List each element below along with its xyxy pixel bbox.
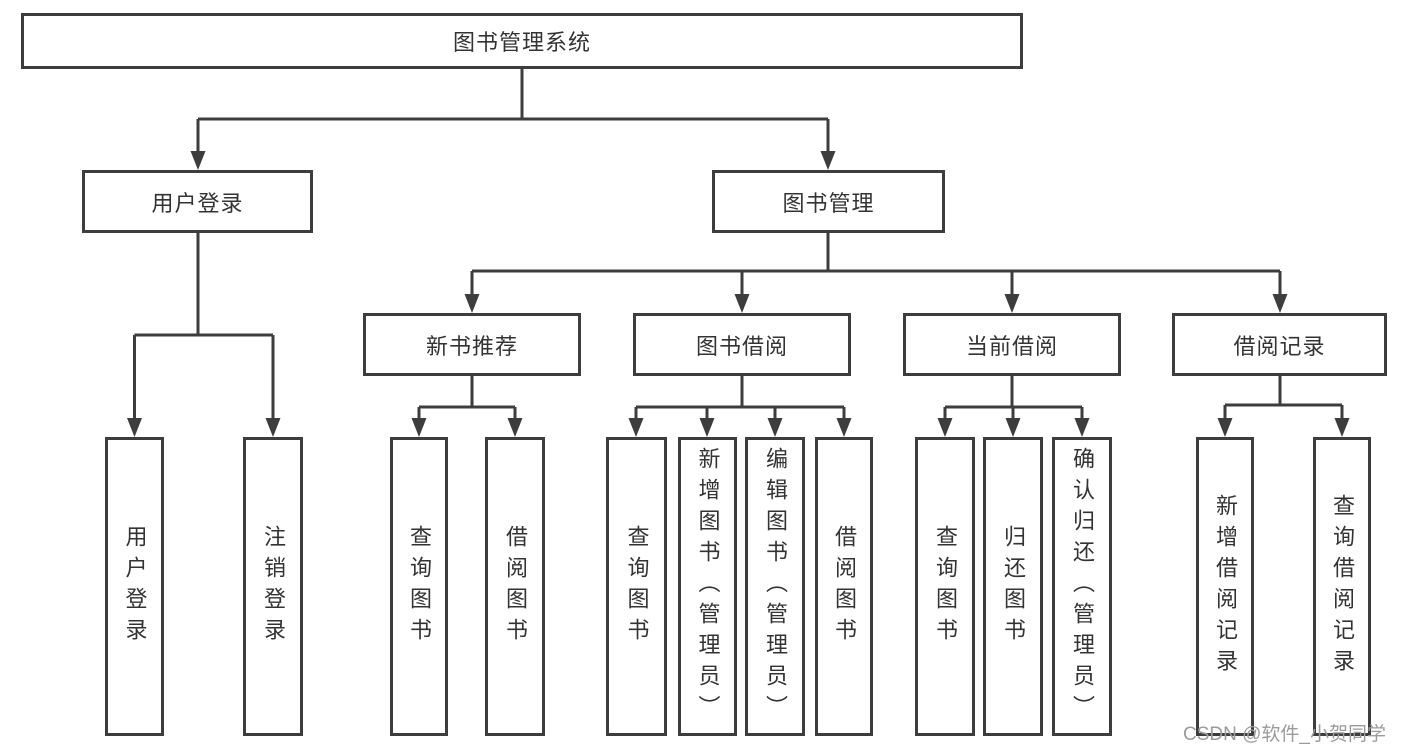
- leaf-label: 注销登录: [261, 524, 286, 649]
- leaf-borrow-books: 借阅图书: [815, 437, 873, 736]
- arrowheads: [127, 151, 1350, 437]
- leaf-label: 查询借阅记录: [1330, 493, 1355, 680]
- node-book-management: 图书管理: [712, 170, 945, 233]
- leaf-label: 新增图书（管理员）: [695, 447, 721, 726]
- leaf-edit-books-admin: 编辑图书（管理员）: [745, 437, 805, 736]
- arrowhead: [836, 418, 852, 437]
- node-new-book-recommend: 新书推荐: [363, 313, 581, 376]
- connector-book-management-children: [470, 233, 1282, 298]
- arrowhead: [937, 418, 953, 437]
- arrowhead: [464, 294, 480, 313]
- leaf-add-borrow-record: 新增借阅记录: [1196, 437, 1254, 736]
- arrowhead: [1334, 418, 1350, 437]
- arrowhead: [1005, 418, 1021, 437]
- leaf-add-books-admin: 新增图书（管理员）: [678, 437, 737, 736]
- node-system-root: 图书管理系统: [21, 13, 1023, 69]
- arrowhead: [1217, 418, 1233, 437]
- leaf-label: 用户登录: [122, 524, 148, 649]
- node-borrow-record: 借阅记录: [1172, 313, 1387, 376]
- arrowhead: [628, 418, 644, 437]
- arrowhead: [127, 418, 142, 437]
- connector-root-to-level2: [196, 69, 830, 155]
- leaf-logout: 注销登录: [243, 437, 303, 736]
- connector-current-borrow-children: [943, 376, 1084, 422]
- connector-book-borrow-children: [634, 376, 846, 422]
- leaf-confirm-return-admin: 确认归还（管理员）: [1052, 437, 1112, 736]
- connector-user-login-children: [133, 233, 275, 422]
- leaf-query-books-current: 查询图书: [915, 437, 975, 736]
- arrowhead: [767, 418, 783, 437]
- leaf-label: 借阅图书: [832, 524, 857, 649]
- arrowhead: [734, 294, 750, 313]
- csdn-watermark: CSDN @软件_小贺同学: [1183, 724, 1386, 745]
- node-user-login: 用户登录: [82, 170, 313, 233]
- leaf-borrow-books-recommend: 借阅图书: [485, 437, 545, 736]
- arrowhead: [190, 151, 206, 170]
- arrowhead: [265, 418, 281, 437]
- arrowhead: [820, 151, 836, 170]
- arrowhead: [1004, 294, 1020, 313]
- arrowhead: [1272, 294, 1288, 313]
- leaf-label: 确认归还（管理员）: [1070, 447, 1095, 726]
- connector-borrow-record-children: [1223, 376, 1344, 422]
- leaf-label: 查询图书: [624, 524, 650, 649]
- leaf-label: 归还图书: [1001, 524, 1026, 649]
- leaf-label: 编辑图书（管理员）: [763, 447, 788, 726]
- leaf-query-borrow-record: 查询借阅记录: [1313, 437, 1371, 736]
- connector-new-book-children: [417, 376, 517, 422]
- arrowhead: [507, 418, 523, 437]
- leaf-query-books-borrow: 查询图书: [606, 437, 667, 736]
- leaf-label: 借阅图书: [503, 524, 528, 649]
- arrowhead: [699, 418, 715, 437]
- leaf-user-login: 用户登录: [105, 437, 164, 736]
- node-current-borrow: 当前借阅: [903, 313, 1121, 376]
- leaf-label: 查询图书: [933, 524, 958, 649]
- arrowhead: [411, 418, 427, 437]
- leaf-query-books-recommend: 查询图书: [390, 437, 448, 736]
- leaf-label: 查询图书: [407, 524, 432, 649]
- leaf-return-books: 归还图书: [983, 437, 1043, 736]
- node-book-borrow: 图书借阅: [633, 313, 851, 376]
- leaf-label: 新增借阅记录: [1213, 493, 1238, 680]
- arrowhead: [1074, 418, 1090, 437]
